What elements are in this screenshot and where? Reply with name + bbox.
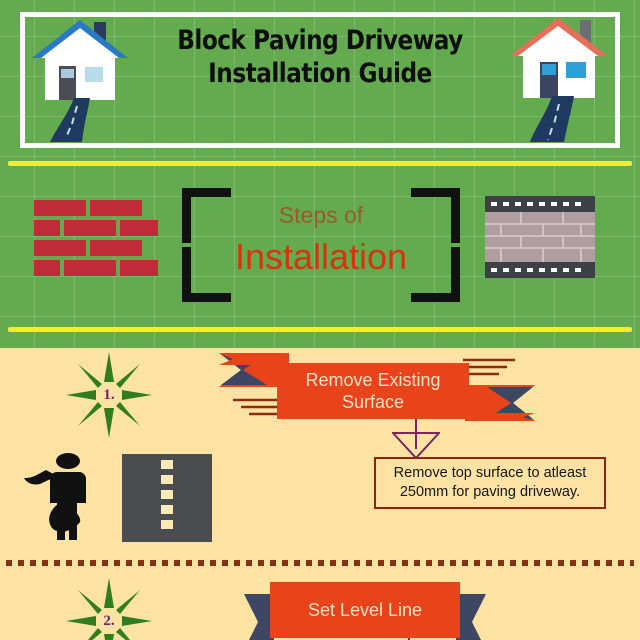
installation-heading: Installation bbox=[234, 236, 408, 277]
step-2-star-badge: 2. bbox=[66, 578, 152, 640]
bracket-bottom-right bbox=[411, 247, 460, 302]
ribbon-tail-right-icon bbox=[456, 594, 486, 640]
step-1-banner-label: Remove Existing Surface bbox=[277, 363, 469, 419]
step-1-arrow-icon bbox=[392, 432, 440, 460]
road-surface-icon bbox=[122, 454, 212, 542]
title-line-1: Block Paving Driveway bbox=[177, 25, 463, 56]
step-1-number: 1. bbox=[103, 386, 115, 403]
yellow-rule-bottom bbox=[8, 327, 632, 332]
section-divider bbox=[6, 560, 634, 566]
bracket-bottom-left bbox=[182, 247, 231, 302]
house-with-driveway-icon-right bbox=[512, 18, 608, 142]
worker-with-shovel-icon bbox=[24, 453, 86, 540]
bracket-top-left bbox=[182, 188, 231, 243]
page-title: Block Paving Driveway Installation Guide bbox=[130, 24, 510, 90]
eight-point-star-icon bbox=[66, 578, 152, 640]
ribbon-tail-right-icon bbox=[465, 385, 535, 421]
house-with-driveway-icon-left bbox=[32, 20, 128, 142]
ribbon-tail-left-icon bbox=[244, 594, 274, 640]
step-2-banner-label: Set Level Line bbox=[270, 582, 460, 638]
bracket-top-right bbox=[411, 188, 460, 243]
eight-point-star-icon bbox=[66, 352, 152, 438]
yellow-rule-top bbox=[8, 161, 632, 166]
step-2-connector-line bbox=[408, 638, 410, 640]
paving-slab-icon bbox=[485, 196, 595, 278]
title-line-2: Installation Guide bbox=[208, 58, 432, 89]
steps-of-label: Steps of bbox=[278, 202, 364, 228]
step-2-number: 2. bbox=[103, 612, 115, 629]
step-1-note-text: Remove top surface to atleast 250mm for … bbox=[393, 465, 587, 500]
ribbon-fold-right-icon bbox=[463, 358, 515, 376]
ribbon-tail-left-icon bbox=[219, 353, 289, 387]
step-1-star-badge: 1. bbox=[66, 352, 152, 438]
step-2-banner: Set Level Line bbox=[244, 582, 486, 640]
bracket-frame: Steps of Installation bbox=[182, 188, 460, 302]
header-frame bbox=[20, 12, 620, 148]
step-1-banner: Remove Existing Surface bbox=[219, 353, 535, 421]
brick-wall-icon bbox=[34, 200, 158, 276]
step-1-note-box: Remove top surface to atleast 250mm for … bbox=[374, 457, 606, 509]
steps-of-installation-band: Steps of Installation bbox=[0, 170, 640, 320]
